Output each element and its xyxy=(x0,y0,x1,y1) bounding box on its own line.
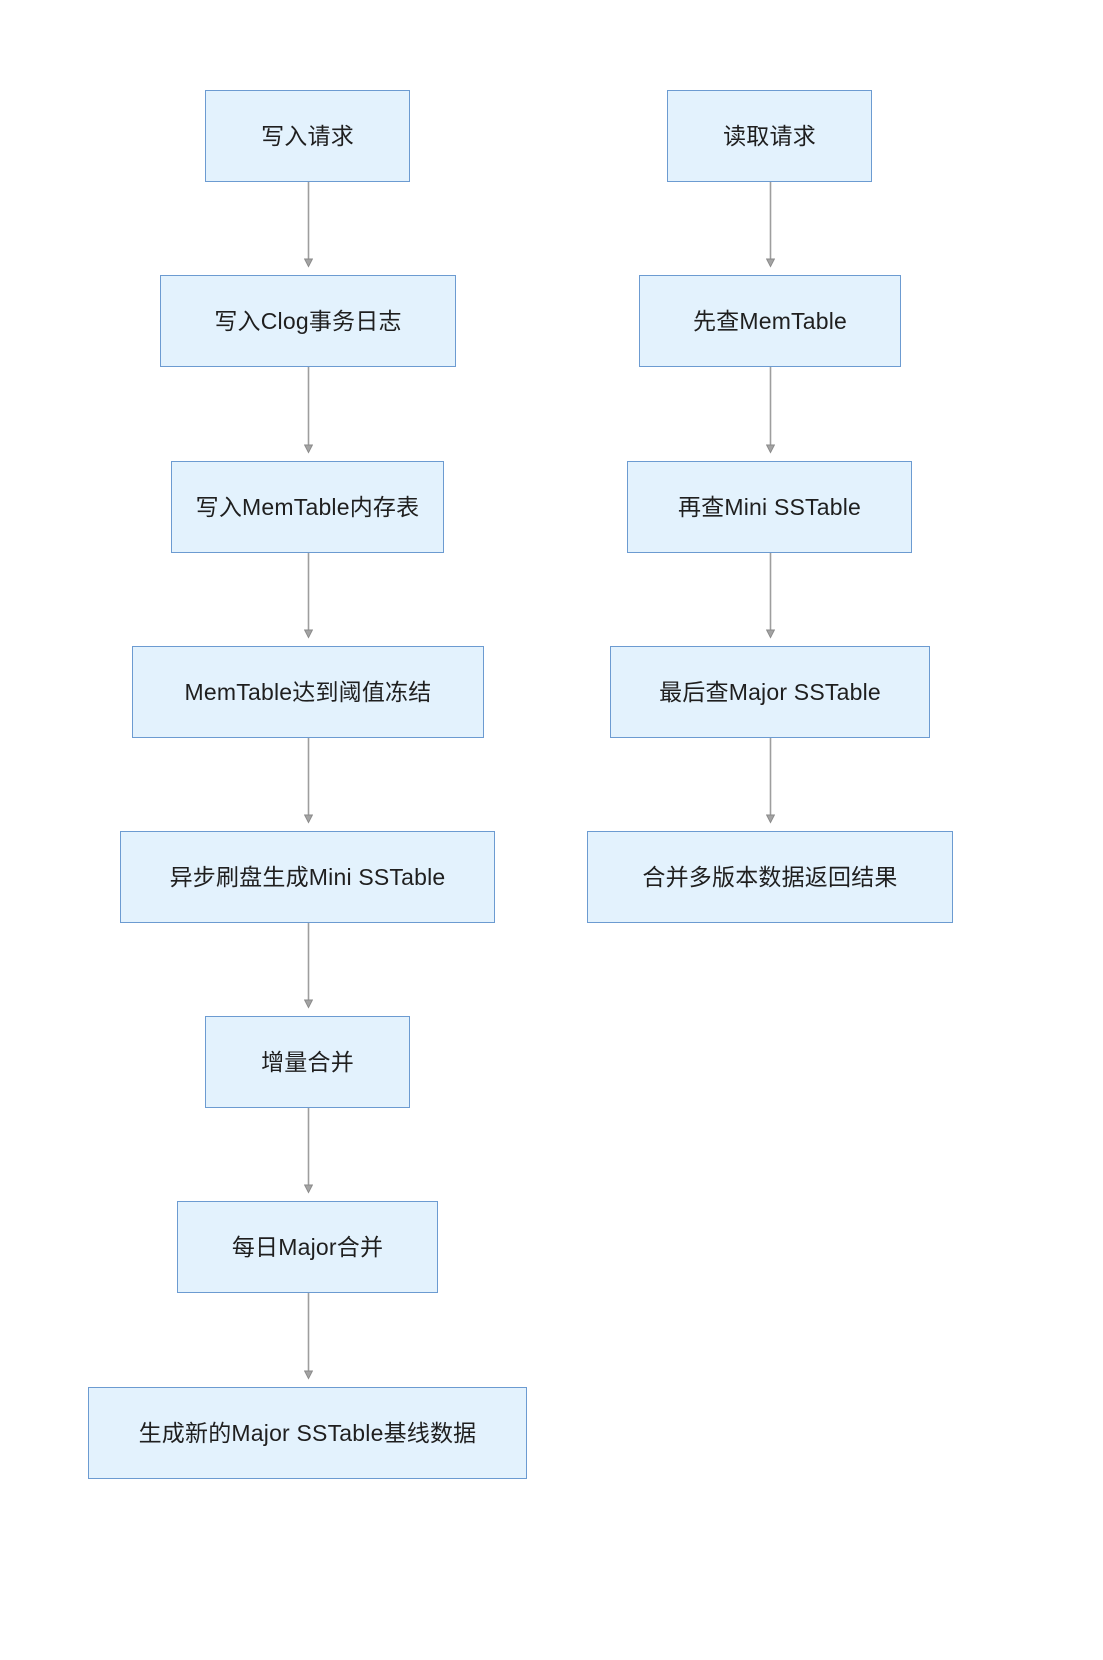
flowchart-node-label: 写入Clog事务日志 xyxy=(214,307,402,334)
flowchart-node-label: 增量合并 xyxy=(261,1048,354,1075)
flowchart-node-label: 最后查Major SSTable xyxy=(659,678,881,705)
flowchart-node-label: 异步刷盘生成Mini SSTable xyxy=(169,863,446,890)
flowchart-node[interactable]: 先查MemTable xyxy=(639,275,901,367)
flowchart-node[interactable]: 写入MemTable内存表 xyxy=(171,461,444,553)
flowchart-node-label: 读取请求 xyxy=(723,122,816,149)
flowchart-node-label: 生成新的Major SSTable基线数据 xyxy=(138,1419,477,1446)
flowchart-node-label: 写入请求 xyxy=(261,122,354,149)
flowchart-node[interactable]: 异步刷盘生成Mini SSTable xyxy=(120,831,495,923)
flowchart-node[interactable]: 最后查Major SSTable xyxy=(610,646,930,738)
flowchart-node-label: 每日Major合并 xyxy=(231,1233,384,1260)
flowchart-node[interactable]: 每日Major合并 xyxy=(177,1201,438,1293)
flowchart-node-label: 写入MemTable内存表 xyxy=(195,493,420,520)
flowchart-node[interactable]: 写入Clog事务日志 xyxy=(160,275,456,367)
flowchart-node[interactable]: 增量合并 xyxy=(205,1016,410,1108)
flowchart-node[interactable]: 再查Mini SSTable xyxy=(627,461,912,553)
flowchart-node-label: 先查MemTable xyxy=(692,307,848,334)
flowchart-node[interactable]: 合并多版本数据返回结果 xyxy=(587,831,953,923)
flowchart-node[interactable]: 生成新的Major SSTable基线数据 xyxy=(88,1387,527,1479)
flowchart-node[interactable]: 写入请求 xyxy=(205,90,410,182)
flowchart-node-label: 合并多版本数据返回结果 xyxy=(642,863,898,890)
flowchart-node-label: MemTable达到阈值冻结 xyxy=(184,678,432,705)
flowchart-node-label: 再查Mini SSTable xyxy=(677,493,862,520)
flowchart-node[interactable]: MemTable达到阈值冻结 xyxy=(132,646,484,738)
flowchart-node[interactable]: 读取请求 xyxy=(667,90,872,182)
